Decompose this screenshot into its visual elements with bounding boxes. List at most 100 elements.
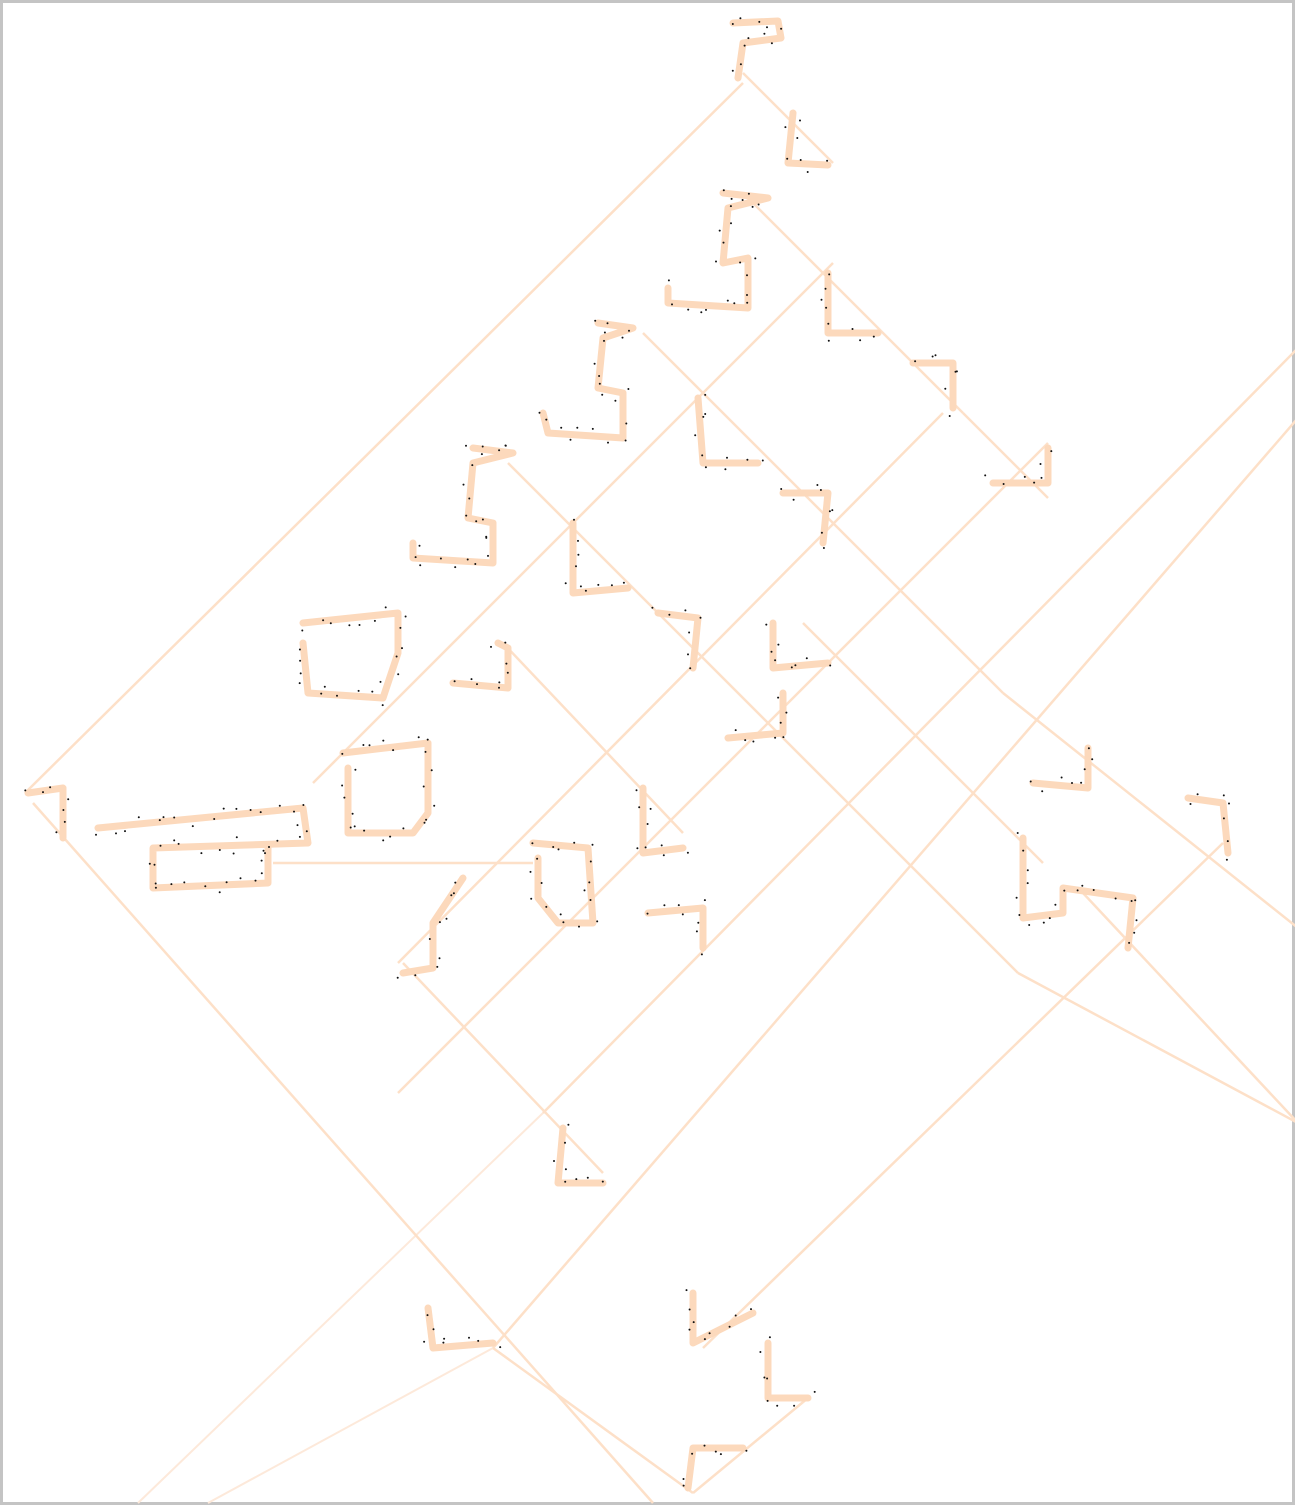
node-dot xyxy=(498,681,501,684)
node-dot xyxy=(726,456,728,459)
node-dot xyxy=(389,835,392,838)
node-dot xyxy=(757,203,760,206)
node-dot xyxy=(794,664,797,667)
node-dot xyxy=(1022,849,1025,852)
node-dot xyxy=(754,257,757,260)
node-dot xyxy=(851,328,854,330)
node-dot xyxy=(722,189,725,192)
node-cluster xyxy=(724,689,787,742)
node-dot xyxy=(249,809,252,811)
node-cluster xyxy=(94,804,312,892)
node-dot xyxy=(468,1336,470,1339)
node-dot xyxy=(465,514,468,517)
node-dot xyxy=(55,831,58,834)
route-line xyxy=(502,642,684,834)
node-dot xyxy=(396,976,399,979)
node-dot xyxy=(774,659,777,662)
node-dot xyxy=(148,862,151,865)
node-dot xyxy=(697,921,700,924)
route-line xyxy=(492,1346,694,1495)
node-dot xyxy=(766,1399,769,1402)
node-dot xyxy=(806,171,809,173)
node-dot xyxy=(644,846,647,849)
node-dot xyxy=(454,881,457,884)
node-dot xyxy=(531,842,534,845)
node-cluster xyxy=(784,109,832,169)
node-dot xyxy=(686,851,689,854)
node-dot xyxy=(348,624,351,627)
node-dot xyxy=(831,509,834,512)
node-dot xyxy=(739,261,742,264)
node-dot xyxy=(1029,780,1032,783)
node-dot xyxy=(663,904,666,907)
node-dot xyxy=(424,750,427,753)
node-dot xyxy=(452,892,455,895)
node-cluster xyxy=(424,1304,497,1352)
node-dot xyxy=(628,329,630,332)
node-dot xyxy=(382,839,385,842)
node-dot xyxy=(1026,869,1029,872)
node-dot xyxy=(124,830,126,833)
node-dot xyxy=(137,816,140,819)
route-line xyxy=(397,412,944,964)
node-dot xyxy=(1015,896,1018,899)
route-line xyxy=(207,1347,494,1504)
node-dot xyxy=(681,913,684,916)
node-dot xyxy=(353,825,356,828)
node-dot xyxy=(731,23,734,25)
node-dot xyxy=(758,20,761,23)
node-dot xyxy=(239,877,242,880)
node-cluster xyxy=(554,1124,607,1187)
node-dot xyxy=(763,32,766,35)
node-dot xyxy=(1080,781,1083,784)
node-cluster xyxy=(24,784,67,842)
node-dot xyxy=(552,846,555,848)
node-dot xyxy=(454,566,457,569)
node-dot xyxy=(588,881,591,884)
node-dot xyxy=(948,415,951,417)
node-dot xyxy=(954,370,957,373)
node-dot xyxy=(739,17,742,20)
node-dot xyxy=(154,882,157,885)
node-dot xyxy=(829,664,832,667)
route-line xyxy=(692,1397,809,1494)
node-dot xyxy=(362,744,365,746)
node-dot xyxy=(692,1321,695,1324)
node-cluster xyxy=(409,444,517,567)
node-dot xyxy=(682,1484,685,1487)
node-dot xyxy=(305,830,308,833)
node-dot xyxy=(598,375,601,377)
node-dot xyxy=(1042,921,1045,924)
node-dot xyxy=(759,1351,762,1353)
node-dot xyxy=(575,1178,578,1181)
node-cluster xyxy=(644,904,707,952)
node-dot xyxy=(685,1289,688,1292)
node-dot xyxy=(401,647,403,650)
node-dot xyxy=(731,69,734,72)
node-dot xyxy=(741,199,744,201)
node-dot xyxy=(474,563,477,565)
node-dot xyxy=(584,589,587,592)
node-dot xyxy=(235,836,238,839)
node-dot xyxy=(302,804,305,806)
node-dot xyxy=(931,355,934,358)
node-dot xyxy=(381,704,384,707)
node-dot xyxy=(67,798,70,801)
node-dot xyxy=(564,1180,567,1183)
node-dot xyxy=(499,1346,502,1349)
node-dot xyxy=(430,769,433,772)
node-cluster xyxy=(399,874,467,977)
node-clusters xyxy=(24,17,1232,1492)
node-dot xyxy=(704,413,707,415)
node-dot xyxy=(24,789,27,792)
node-dot xyxy=(702,415,705,418)
node-dot xyxy=(183,881,186,884)
node-dot xyxy=(667,279,670,282)
node-dot xyxy=(298,835,301,838)
node-dot xyxy=(540,882,543,884)
node-dot xyxy=(763,1376,766,1379)
node-dot xyxy=(569,438,572,441)
node-dot xyxy=(299,659,302,662)
node-dot xyxy=(1134,899,1137,902)
